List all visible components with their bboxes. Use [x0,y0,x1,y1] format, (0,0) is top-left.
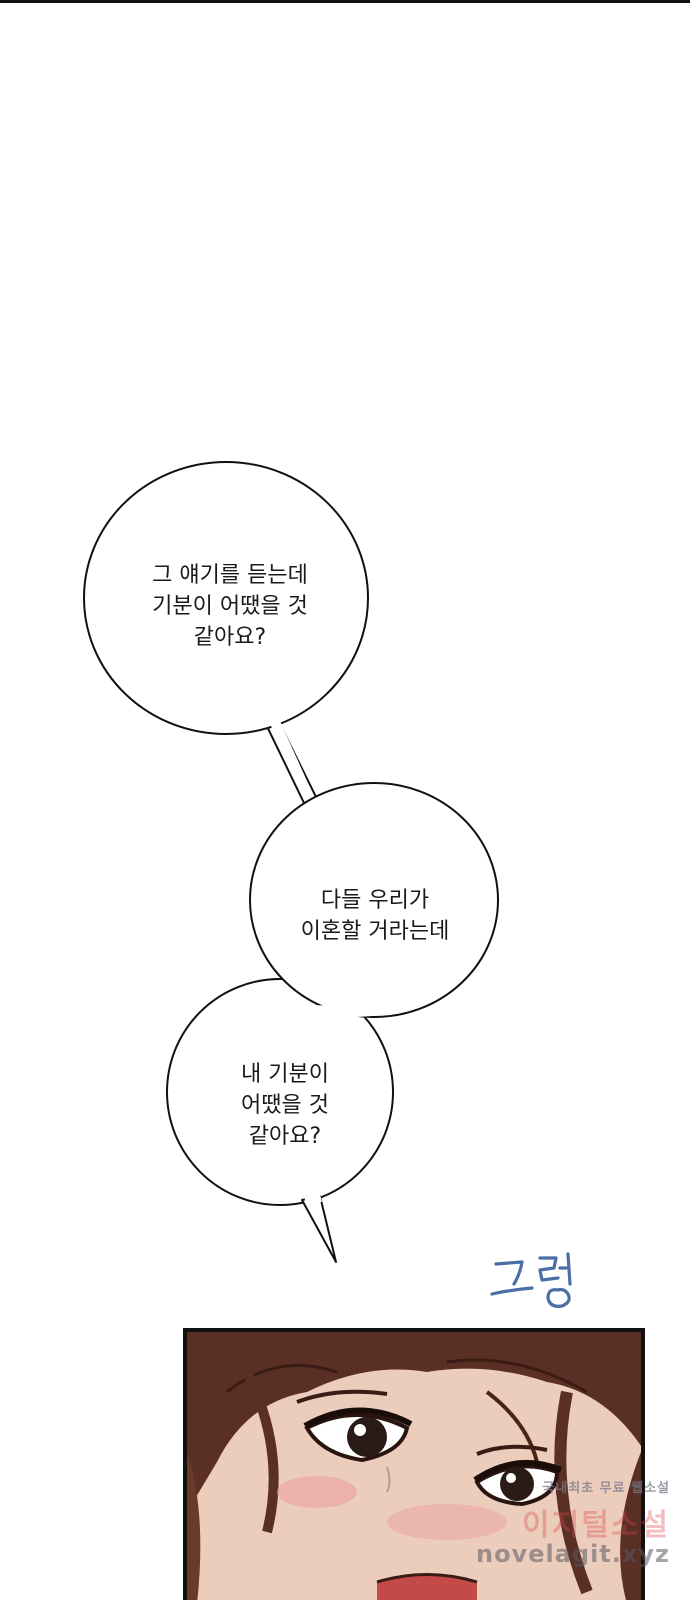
bubble-3-tail [301,1195,337,1263]
bubble-3-text: 내 기분이 어땠을 것 같아요? [190,1059,380,1152]
bubble-2-text: 다들 우리가 이혼할 거라는데 [260,885,490,947]
bubble-1-line-2: 기분이 어땠을 것 [152,594,308,619]
speech-bubble-3 [166,978,394,1206]
watermark-brand: 이지털소설 [522,1508,670,1543]
bubble-1-line-3: 같아요? [193,625,267,650]
bubble-1-text: 그 얘기를 듣는데 기분이 어땠을 것 같아요? [100,560,360,653]
sound-effect-tearing-up [490,1252,572,1308]
bubble-3-line-1: 내 기분이 [241,1062,329,1087]
bubble-1-line-1: 그 얘기를 듣는데 [152,563,308,588]
bubble-2-line-1: 다들 우리가 [320,888,430,913]
bubble-2-line-2: 이혼할 거라는데 [300,919,450,944]
speech-bubble-1 [83,461,369,735]
watermark-url: novelagit.xyz [475,1540,670,1568]
watermark-tagline: 국내최초 무료 웹소설 [542,1481,670,1496]
bubble-3-line-3: 같아요? [248,1124,322,1149]
manga-panel-face-closeup [183,1328,645,1600]
bubble-3-line-2: 어땠을 것 [241,1093,329,1118]
top-divider [0,0,690,3]
speech-bubble-2 [249,782,499,1018]
